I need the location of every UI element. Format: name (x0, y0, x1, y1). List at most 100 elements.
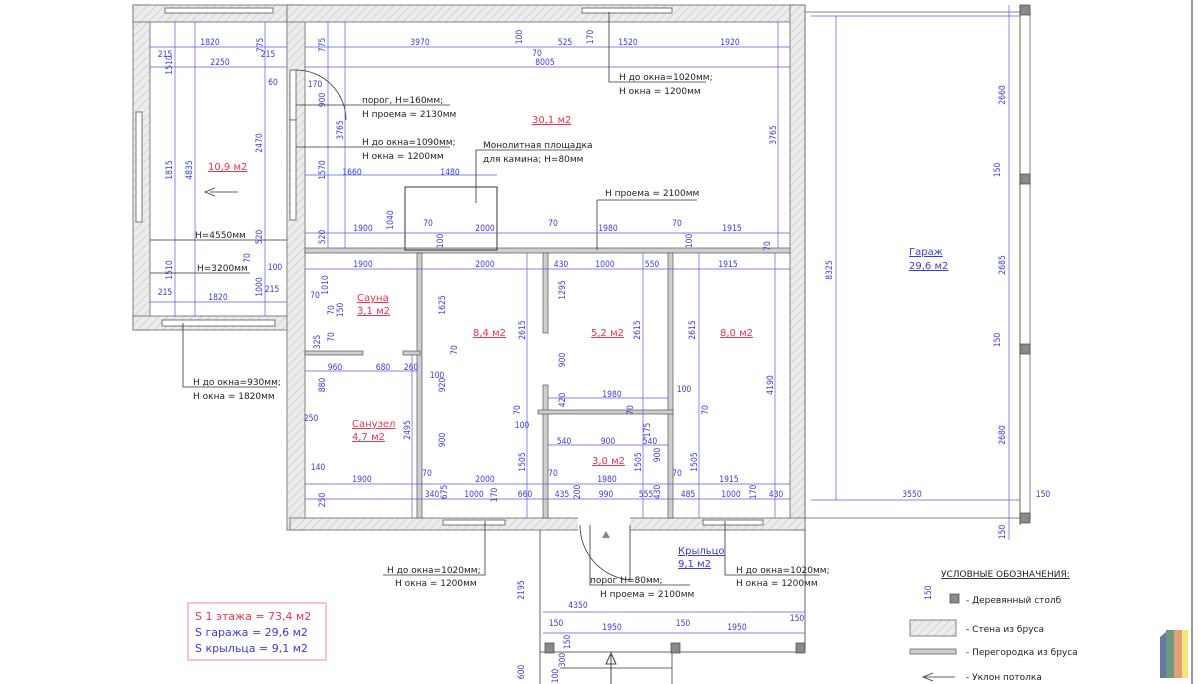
summary-garage: S гаража = 29,6 м2 (195, 626, 308, 639)
dimension-label: 70 (422, 469, 432, 479)
dimension-label: 100 (515, 421, 530, 431)
note: H окна = 1200мм (395, 579, 477, 589)
dimension-label: 70 (672, 219, 682, 229)
dimension-label: 1900 (353, 260, 373, 270)
legend-post-size: 150 (924, 585, 934, 600)
dimension-label: 1000 (721, 490, 741, 500)
partition-icon (909, 648, 957, 655)
room-bath-area: 4,7 м2 (352, 432, 385, 443)
note: H до окна=1090мм; (362, 138, 456, 148)
note: H=4550мм (195, 231, 246, 241)
dimension-label: 150 (336, 303, 346, 318)
dimension-label: 900 (558, 353, 568, 368)
dimension-label: 260 (404, 363, 419, 373)
note: H окна = 1200мм (736, 579, 818, 589)
dimension-label: 1660 (342, 168, 362, 178)
dimension-label: 1510 (165, 55, 175, 75)
dimension-label: 2470 (255, 133, 265, 153)
dimension-label: 100 (685, 234, 695, 249)
slope-arrow-icon (921, 672, 955, 682)
legend: УСЛОВНЫЕ ОБОЗНАЧЕНИЯ: 150 - Деревянный с… (909, 0, 1193, 684)
dimension-label: 525 (558, 38, 573, 48)
dimension-label: 1505 (634, 452, 644, 472)
dimension-label: 250 (318, 493, 328, 508)
dimension-label: 4835 (185, 160, 195, 180)
dimension-label: 70 (672, 469, 682, 479)
post-icon (949, 593, 960, 604)
legend-slope: - Уклон потолка (966, 673, 1042, 683)
dimension-label: 140 (311, 463, 326, 473)
dimension-label: 8005 (535, 58, 555, 68)
dimension-label: 150 (549, 619, 564, 629)
dimension-label: 1950 (602, 623, 622, 633)
dimension-label: 675 (440, 485, 450, 500)
note: H окна = 1200мм (362, 152, 444, 162)
dimension-label: 1915 (718, 260, 738, 270)
dimension-label: 540 (643, 437, 658, 447)
dimension-label: 1900 (352, 475, 372, 485)
dimension-label: 200 (573, 485, 583, 500)
dimension-label: 1000 (595, 260, 615, 270)
dimension-label: 1915 (722, 224, 742, 234)
dimension-label: 70 (701, 405, 711, 415)
dimension-label: 2000 (475, 475, 495, 485)
dimension-label: 4190 (766, 375, 776, 395)
dimension-label: 150 (993, 333, 1003, 348)
dimension-label: 100 (268, 263, 283, 273)
dimension-label: 70 (450, 345, 460, 355)
dimension-label: 1900 (353, 224, 373, 234)
room-hall-area: 3,0 м2 (592, 456, 625, 467)
dimension-label: 485 (681, 490, 696, 500)
legend-post: - Деревянный столб (966, 596, 1062, 606)
dimension-label: 1920 (720, 38, 740, 48)
note: H=3200мм (197, 264, 248, 274)
dimension-label: 100 (515, 30, 525, 45)
dimension-label: 1915 (719, 475, 739, 485)
dimension-label: 900 (318, 93, 328, 108)
dimension-label: 170 (586, 30, 596, 45)
dimension-label: 920 (438, 378, 448, 393)
dimension-label: 775 (256, 38, 266, 53)
dimension-label: 540 (557, 437, 572, 447)
dimension-label: 1000 (464, 490, 484, 500)
walls (132, 4, 806, 531)
dimension-label: 430 (769, 490, 784, 500)
dimension-label: 100 (436, 234, 446, 249)
dimension-label: 430 (653, 485, 663, 500)
dimension-label: 2615 (633, 320, 643, 340)
dimension-label: 880 (318, 378, 328, 393)
dimension-label: 960 (328, 363, 343, 373)
dimension-label: 70 (548, 469, 558, 479)
dimension-label: 60 (268, 78, 278, 88)
dimension-lines (150, 22, 790, 518)
dimension-label: 3765 (769, 125, 779, 145)
dimension-label: 2615 (518, 320, 528, 340)
porch (539, 530, 806, 684)
note: H до окна=1020мм; (736, 566, 830, 576)
room-labels: 10,9 м2 30,1 м2 Сауна 3,1 м2 8,4 м2 5,2 … (208, 115, 948, 570)
dimension-label: 680 (376, 363, 391, 373)
dimension-label: 3550 (902, 490, 922, 500)
legend-partition: - Перегородка из бруса (966, 648, 1078, 658)
room-sauna-name: Сауна (357, 293, 389, 304)
dimension-label: 170 (490, 488, 500, 503)
dimension-label: 2250 (210, 58, 230, 68)
note: порог, H=160мм; (362, 96, 443, 106)
room-garage-name: Гараж (909, 247, 943, 258)
dimension-label: 3970 (410, 38, 430, 48)
dimension-label: 1505 (518, 452, 528, 472)
dimension-label: 520 (318, 230, 328, 245)
dimension-label: 215 (261, 50, 276, 60)
note: H окна = 1820мм (193, 392, 275, 402)
dimension-label: 215 (158, 50, 173, 60)
dimension-label: 2685 (998, 255, 1008, 275)
dimension-label: 150 (998, 525, 1008, 540)
dimension-label: 100 (551, 669, 561, 684)
dimension-label: 2680 (998, 425, 1008, 445)
dimension-label: 555 (639, 490, 654, 500)
room-c-area: 8,0 м2 (720, 328, 753, 339)
dimension-label: 2000 (475, 224, 495, 234)
dimension-label: 2000 (475, 260, 495, 270)
dimension-label: 1815 (165, 160, 175, 180)
